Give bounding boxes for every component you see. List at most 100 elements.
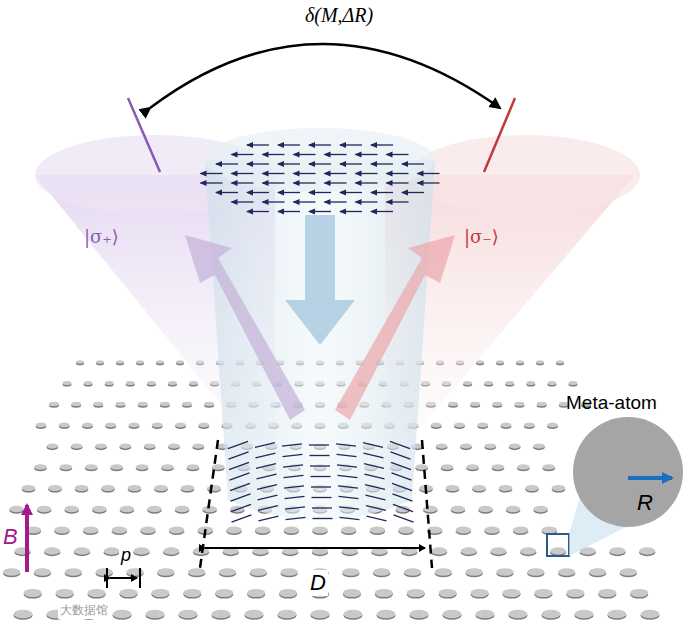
field-line <box>393 494 413 501</box>
meta-atom-dot <box>219 568 236 576</box>
field-line <box>337 465 357 467</box>
meta-atom-dot <box>138 402 148 406</box>
field-line <box>229 452 249 459</box>
meta-atom-dot <box>608 610 627 619</box>
meta-atom-dot <box>65 506 79 512</box>
field-arrow <box>356 201 378 202</box>
meta-atom-dot <box>110 464 123 470</box>
meta-atom-dot <box>157 568 174 576</box>
field-arrow <box>247 163 269 164</box>
meta-atom <box>573 417 683 527</box>
field-line <box>231 504 251 511</box>
field-arrow <box>263 173 285 174</box>
meta-atom-dot <box>505 381 514 385</box>
meta-atom-dot <box>3 568 20 576</box>
meta-atom-dot <box>34 568 51 576</box>
meta-atom-dot <box>183 589 201 597</box>
meta-atom-dot <box>520 547 536 554</box>
field-line <box>285 507 305 509</box>
meta-atom-dot <box>92 506 106 512</box>
incident-arrow <box>285 215 355 345</box>
diameter-arrow <box>205 547 425 549</box>
meta-atom-dot <box>515 402 525 406</box>
meta-atom-dot <box>443 610 462 619</box>
meta-atom-dot <box>120 443 132 448</box>
field-arrow <box>263 154 285 155</box>
meta-atom-dot <box>502 589 520 597</box>
meta-atom-dot <box>47 443 59 448</box>
meta-atom-dot <box>146 610 165 619</box>
meta-atom-dot <box>466 464 479 470</box>
meta-atom-dot <box>116 360 124 364</box>
meta-atom-dot <box>65 568 82 576</box>
field-line <box>230 473 250 480</box>
field-line <box>391 452 411 459</box>
meta-atom-dot <box>463 381 472 385</box>
meta-atom-dot <box>506 506 520 512</box>
meta-atom-dot <box>126 568 143 576</box>
field-line <box>339 496 359 498</box>
meta-atom-dot <box>312 527 327 534</box>
meta-atom-dot <box>451 506 465 512</box>
field-line <box>394 515 414 522</box>
field-arrow <box>294 201 316 202</box>
meta-atom-dot <box>84 381 93 385</box>
field-line <box>228 441 248 448</box>
meta-atom-dot <box>54 527 69 534</box>
meta-atom-dot <box>85 464 98 470</box>
meta-atom-dot <box>525 485 539 491</box>
field-line <box>284 486 304 488</box>
field-line <box>364 464 384 469</box>
meta-atom-dot <box>466 568 483 576</box>
field-arrow <box>263 182 285 183</box>
field-line <box>283 454 303 456</box>
incident-beam <box>205 160 435 520</box>
field-arrow <box>356 154 378 155</box>
meta-atom-dot <box>492 464 505 470</box>
field-arrow <box>325 173 347 174</box>
meta-atom-dot <box>278 610 297 619</box>
meta-atom-dot <box>517 464 530 470</box>
meta-atom-dot <box>524 423 535 428</box>
meta-atom-dot <box>415 464 428 470</box>
meta-atom-dot <box>620 568 637 576</box>
field-arrow <box>387 154 409 155</box>
field-line <box>258 506 278 511</box>
meta-atom-dot <box>373 568 390 576</box>
meta-atom-dot <box>526 381 535 385</box>
meta-atom-dot <box>160 402 170 406</box>
meta-atom-dot <box>478 506 492 512</box>
meta-atom-dot <box>448 402 458 406</box>
meta-atom-dot <box>477 423 488 428</box>
meta-atom-dot <box>71 443 83 448</box>
meta-atom-dot <box>188 568 205 576</box>
meta-atom-dot <box>516 360 524 364</box>
meta-atom-dot <box>542 610 561 619</box>
meta-atom-dot <box>609 547 625 554</box>
meta-atom-dot <box>509 443 521 448</box>
meta-atom-dot <box>175 506 189 512</box>
meta-atom-dot <box>410 610 429 619</box>
field-line <box>340 517 360 519</box>
polarization-field <box>201 145 440 212</box>
meta-atom-dot <box>104 547 120 554</box>
field-arrow <box>402 192 424 193</box>
meta-atom-dot <box>169 527 184 534</box>
meta-atom-dot <box>461 547 477 554</box>
meta-atom-dot <box>193 443 205 448</box>
field-line <box>391 462 411 469</box>
dimension-label: R <box>637 490 653 516</box>
period-ticks <box>107 568 140 588</box>
field-line <box>367 516 387 521</box>
field-arrow <box>309 192 331 193</box>
meta-atom-dot <box>436 443 448 448</box>
field-arrow <box>371 211 393 212</box>
field-line <box>364 453 384 458</box>
meta-atom-dot <box>129 423 140 428</box>
meta-atom-dot <box>136 360 144 364</box>
field-line <box>311 476 331 477</box>
meta-atom-dot <box>566 589 584 597</box>
meta-atom-dot <box>484 527 499 534</box>
